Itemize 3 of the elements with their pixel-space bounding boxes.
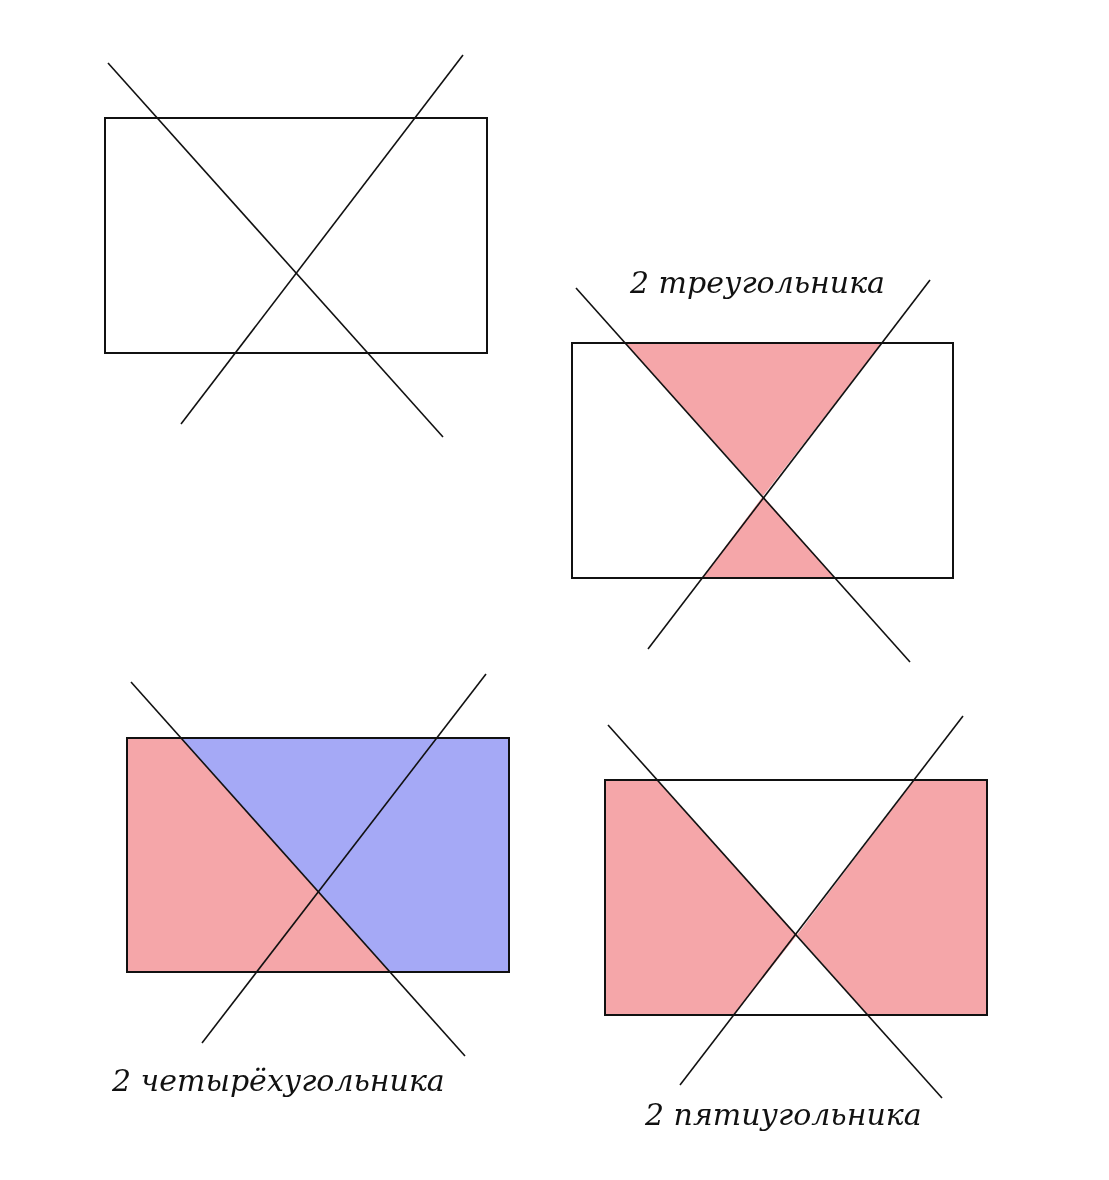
figure-label: 2 пятиугольника	[645, 1098, 922, 1131]
figure-label: 2 треугольника	[630, 266, 885, 299]
figure-label: 2 четырёхугольника	[112, 1064, 445, 1097]
